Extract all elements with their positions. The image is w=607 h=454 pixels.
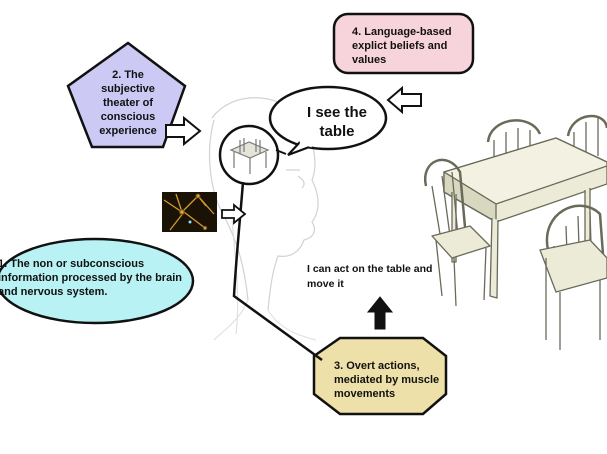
neural-network-image bbox=[162, 192, 217, 232]
label-subconscious-info: 1. The non or subconscious information p… bbox=[0, 258, 182, 298]
arrow-neural-to-head bbox=[221, 203, 247, 225]
small-table-icon bbox=[229, 138, 270, 174]
chair-front-left bbox=[423, 158, 491, 307]
arrow-actions-up bbox=[366, 296, 394, 330]
chair-back-right bbox=[566, 114, 607, 160]
box-subconscious-info bbox=[0, 237, 195, 325]
label-overt-actions: 3. Overt actions, mediated by muscle mov… bbox=[334, 360, 440, 400]
brain-circle bbox=[218, 124, 280, 186]
action-caption: I can act on the table and move it bbox=[307, 263, 433, 290]
connector-brain-to-bubble bbox=[275, 149, 287, 155]
arrow-pentagon-to-brain bbox=[165, 115, 202, 147]
box-language-beliefs bbox=[332, 12, 475, 75]
speech-bubble bbox=[268, 85, 388, 157]
label-conscious-theater: 2. The subjective theater of conscious e… bbox=[99, 69, 157, 137]
chair-front-right bbox=[539, 204, 607, 350]
speech-bubble-text: I see the table bbox=[306, 104, 368, 140]
dining-table-image bbox=[423, 114, 607, 350]
box-conscious-theater bbox=[66, 41, 187, 149]
arrow-box4-to-bubble bbox=[386, 85, 422, 115]
box-overt-actions bbox=[312, 336, 448, 416]
connector-brain-to-actions bbox=[232, 181, 323, 362]
label-language-beliefs: 4. Language-based explict beliefs and va… bbox=[352, 26, 452, 66]
